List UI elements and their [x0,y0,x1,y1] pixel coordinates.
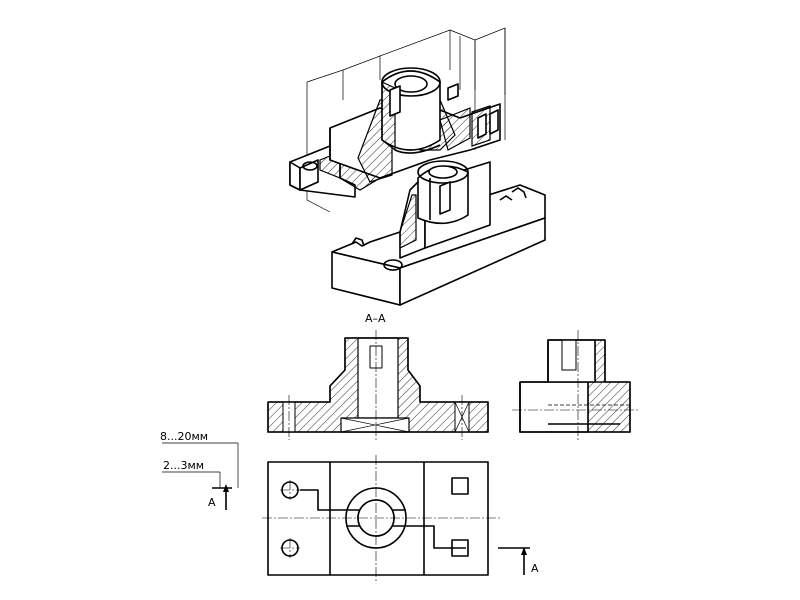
isometric-part-bottom [331,160,546,306]
dimension-callout: 8...20мм 2...3мм A [160,430,239,510]
section-title: A–A [365,312,386,325]
cut-mark-right: A [531,562,539,575]
dimension-outer-label: 8...20мм [160,430,208,443]
cut-mark-left: A [208,496,216,509]
dimension-inner-label: 2...3мм [163,459,204,472]
side-view [512,330,640,440]
section-view-front [267,330,489,440]
isometric-cutaway-top [289,27,506,213]
plan-view: A [262,455,539,582]
